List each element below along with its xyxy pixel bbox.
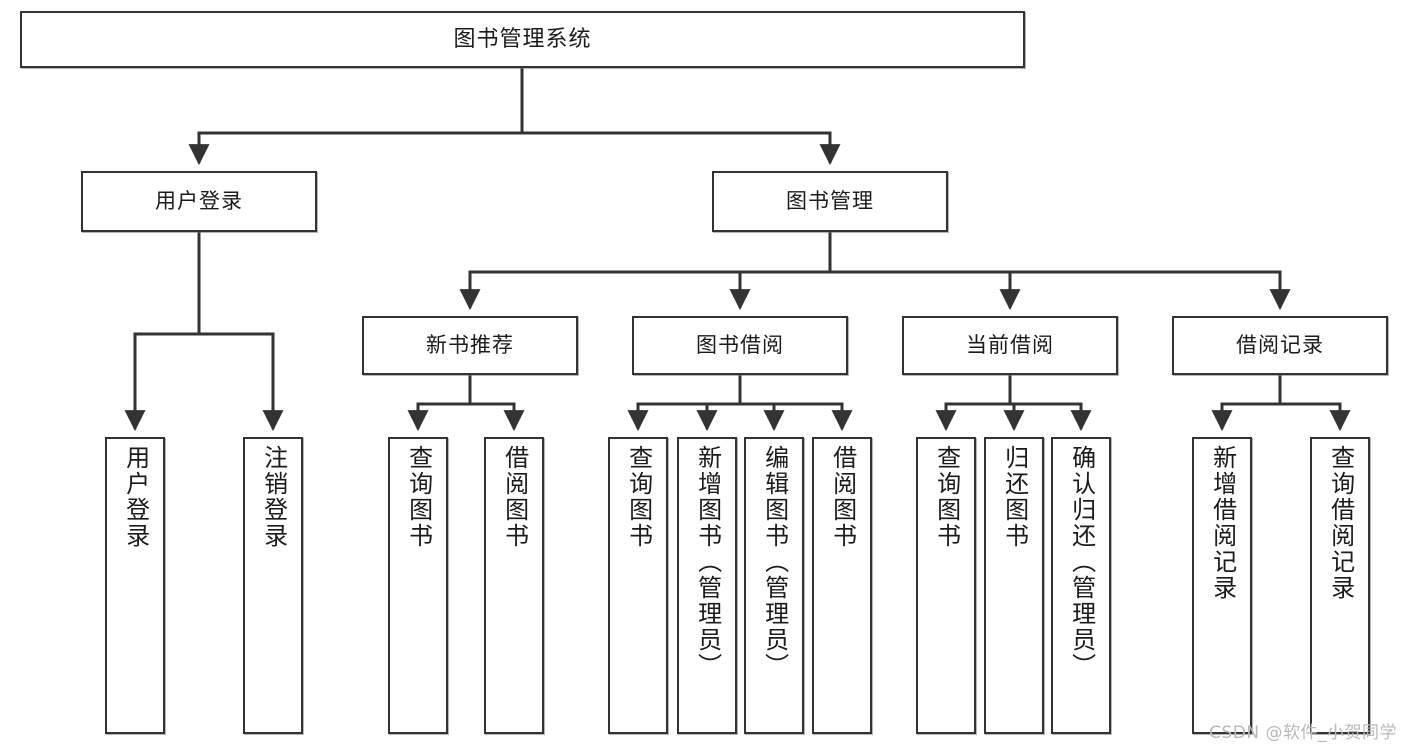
edge-manage-to-records bbox=[828, 232, 1291, 311]
edge-root-to-book-manage bbox=[520, 68, 841, 166]
leaf-logout-label: 注销登录 bbox=[259, 445, 288, 549]
leaf-borrow-query-book[interactable]: 查询图书 bbox=[608, 437, 668, 734]
edge-newbook-to-borrow bbox=[468, 375, 525, 432]
leaf-edit-book-admin-label: 编辑图书（管理员） bbox=[760, 445, 789, 679]
edge-newbook-to-query bbox=[407, 375, 472, 432]
leaf-add-borrow-record[interactable]: 新增借阅记录 bbox=[1192, 437, 1252, 734]
watermark: CSDN @软件_小贺同学 bbox=[1209, 723, 1397, 743]
edge-manage-to-current bbox=[828, 232, 1021, 311]
leaf-newbook-query-book-label: 查询图书 bbox=[404, 445, 433, 549]
leaf-return-book-label: 归还图书 bbox=[1000, 445, 1029, 549]
edge-root-to-user-login bbox=[188, 68, 524, 166]
node-book-borrow-label: 图书借阅 bbox=[696, 333, 784, 358]
leaf-newbook-borrow-book-label: 借阅图书 bbox=[500, 445, 529, 549]
leaf-query-borrow-record[interactable]: 查询借阅记录 bbox=[1310, 437, 1370, 734]
leaf-newbook-borrow-book[interactable]: 借阅图书 bbox=[484, 437, 544, 734]
leaf-query-borrow-record-label: 查询借阅记录 bbox=[1326, 445, 1355, 601]
edge-current-to-return bbox=[1003, 375, 1025, 432]
leaf-user-login-label: 用户登录 bbox=[121, 445, 150, 549]
edge-current-to-confirm bbox=[1008, 375, 1092, 432]
node-borrow-records[interactable]: 借阅记录 bbox=[1172, 316, 1388, 375]
node-borrow-records-label: 借阅记录 bbox=[1236, 333, 1324, 358]
leaf-confirm-return-admin-label: 确认归还（管理员） bbox=[1067, 445, 1096, 679]
leaf-logout[interactable]: 注销登录 bbox=[243, 437, 303, 734]
node-new-book-recommend-label: 新书推荐 bbox=[426, 333, 514, 358]
edge-borrow-to-edit bbox=[738, 375, 785, 432]
leaf-add-book-admin-label: 新增图书（管理员） bbox=[693, 445, 722, 679]
edge-manage-to-borrow bbox=[729, 232, 832, 311]
node-user-login[interactable]: 用户登录 bbox=[81, 171, 317, 232]
node-root[interactable]: 图书管理系统 bbox=[20, 11, 1025, 68]
edge-current-to-query bbox=[935, 375, 1012, 432]
node-user-login-label: 用户登录 bbox=[155, 189, 243, 214]
edge-manage-to-new-book bbox=[459, 232, 832, 311]
leaf-borrow-book-label: 借阅图书 bbox=[828, 445, 857, 549]
node-book-management-label: 图书管理 bbox=[786, 189, 874, 214]
node-current-borrow[interactable]: 当前借阅 bbox=[902, 316, 1118, 375]
leaf-borrow-query-book-label: 查询图书 bbox=[624, 445, 653, 549]
edge-records-to-add bbox=[1211, 375, 1282, 432]
leaf-newbook-query-book[interactable]: 查询图书 bbox=[388, 437, 448, 734]
node-root-label: 图书管理系统 bbox=[453, 26, 592, 52]
node-new-book-recommend[interactable]: 新书推荐 bbox=[362, 316, 578, 375]
edge-records-to-query bbox=[1278, 375, 1351, 432]
leaf-return-book[interactable]: 归还图书 bbox=[984, 437, 1044, 734]
leaf-add-borrow-record-label: 新增借阅记录 bbox=[1208, 445, 1237, 601]
node-book-management[interactable]: 图书管理 bbox=[712, 171, 948, 232]
leaf-current-query-book-label: 查询图书 bbox=[932, 445, 961, 549]
leaf-confirm-return-admin[interactable]: 确认归还（管理员） bbox=[1051, 437, 1111, 734]
leaf-borrow-book[interactable]: 借阅图书 bbox=[812, 437, 872, 734]
leaf-add-book-admin[interactable]: 新增图书（管理员） bbox=[677, 437, 737, 734]
edge-borrow-to-lend bbox=[738, 375, 853, 432]
leaf-edit-book-admin[interactable]: 编辑图书（管理员） bbox=[744, 437, 804, 734]
node-current-borrow-label: 当前借阅 bbox=[966, 333, 1054, 358]
edge-borrow-to-add bbox=[696, 375, 742, 432]
leaf-current-query-book[interactable]: 查询图书 bbox=[916, 437, 976, 734]
leaf-user-login[interactable]: 用户登录 bbox=[105, 437, 165, 734]
node-book-borrow[interactable]: 图书借阅 bbox=[632, 316, 848, 375]
edge-login-to-user-login bbox=[124, 232, 201, 432]
edge-borrow-to-query bbox=[627, 375, 742, 432]
edge-login-to-logout bbox=[197, 232, 284, 432]
